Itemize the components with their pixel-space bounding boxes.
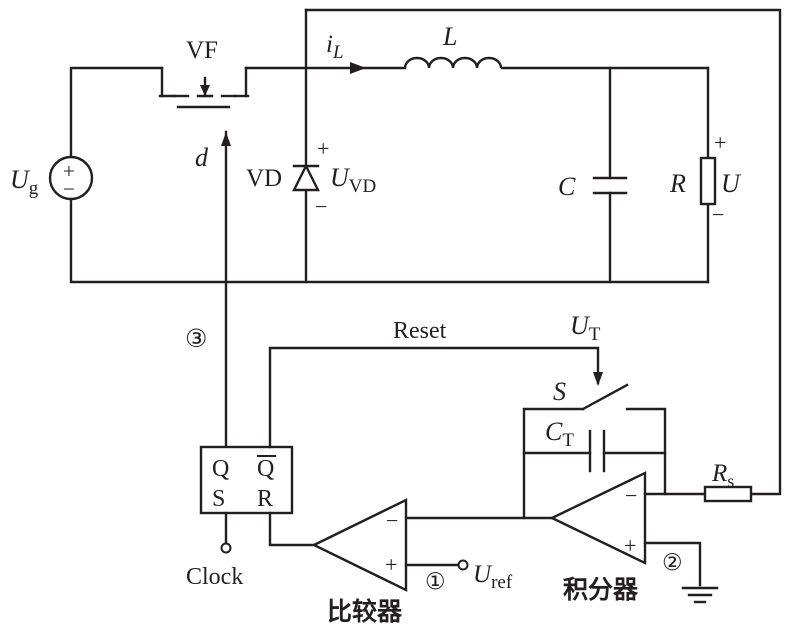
power-stage-wires	[69, 8, 782, 496]
diode-minus: −	[315, 194, 327, 219]
diode-voltage-label: UVD	[330, 163, 376, 197]
node3-label: ③	[185, 324, 207, 353]
integrator-feedback	[522, 383, 667, 520]
integrator-plus: +	[624, 533, 636, 558]
diode-label: VD	[246, 165, 282, 192]
switch-s-label: S	[553, 377, 566, 406]
capacitor-c	[592, 176, 628, 195]
output-plus: +	[714, 130, 726, 155]
resistor-rs	[703, 485, 753, 503]
diode-vd	[292, 163, 320, 192]
voltage-source	[48, 155, 94, 201]
source-plus: +	[63, 159, 75, 183]
reset-wire	[268, 346, 600, 449]
output-minus: −	[712, 202, 724, 227]
node1-label: ①	[425, 569, 446, 595]
source-label: Ug	[10, 165, 39, 199]
flip-flop	[199, 445, 294, 515]
uref-label: Uref	[473, 561, 513, 593]
ct-label: CT	[545, 417, 574, 451]
resistor-r	[699, 156, 717, 206]
integrator-minus: −	[625, 483, 637, 508]
switch-vf	[158, 66, 250, 109]
ground-symbol	[681, 586, 719, 604]
capacitor-label: C	[558, 172, 576, 201]
comparator-minus: −	[386, 508, 398, 533]
ff-r-label: R	[257, 486, 273, 512]
source-minus: −	[63, 177, 75, 201]
clock-label: Clock	[186, 564, 243, 590]
ff-q-label: Q	[212, 456, 229, 482]
current-arrow	[350, 62, 366, 74]
comparator-label: 比较器	[327, 597, 403, 626]
output-voltage-label: U	[721, 169, 742, 198]
node2-label: ②	[662, 550, 683, 576]
ff-s-label: S	[212, 486, 225, 512]
duty-label: d	[195, 143, 209, 172]
inductor-symbol	[403, 56, 503, 69]
comparator-plus: +	[385, 552, 397, 577]
inductor-current-label: iL	[326, 31, 344, 63]
uref-pin	[457, 559, 469, 571]
comparator	[311, 498, 408, 592]
threshold-label: UT	[570, 311, 601, 345]
integrator	[549, 471, 647, 565]
clock-pin	[220, 511, 232, 554]
comparator-out-wire	[268, 511, 316, 547]
ff-qbar-label: Q	[257, 456, 274, 482]
integrator-label: 积分器	[563, 575, 639, 604]
switch-label: VF	[186, 37, 218, 64]
diode-plus: +	[317, 136, 329, 161]
inductor-label: L	[442, 22, 457, 51]
reset-label: Reset	[393, 318, 447, 344]
resistor-label: R	[669, 169, 686, 198]
gate-drive-line	[221, 130, 231, 449]
rs-label: Rs	[711, 460, 734, 491]
